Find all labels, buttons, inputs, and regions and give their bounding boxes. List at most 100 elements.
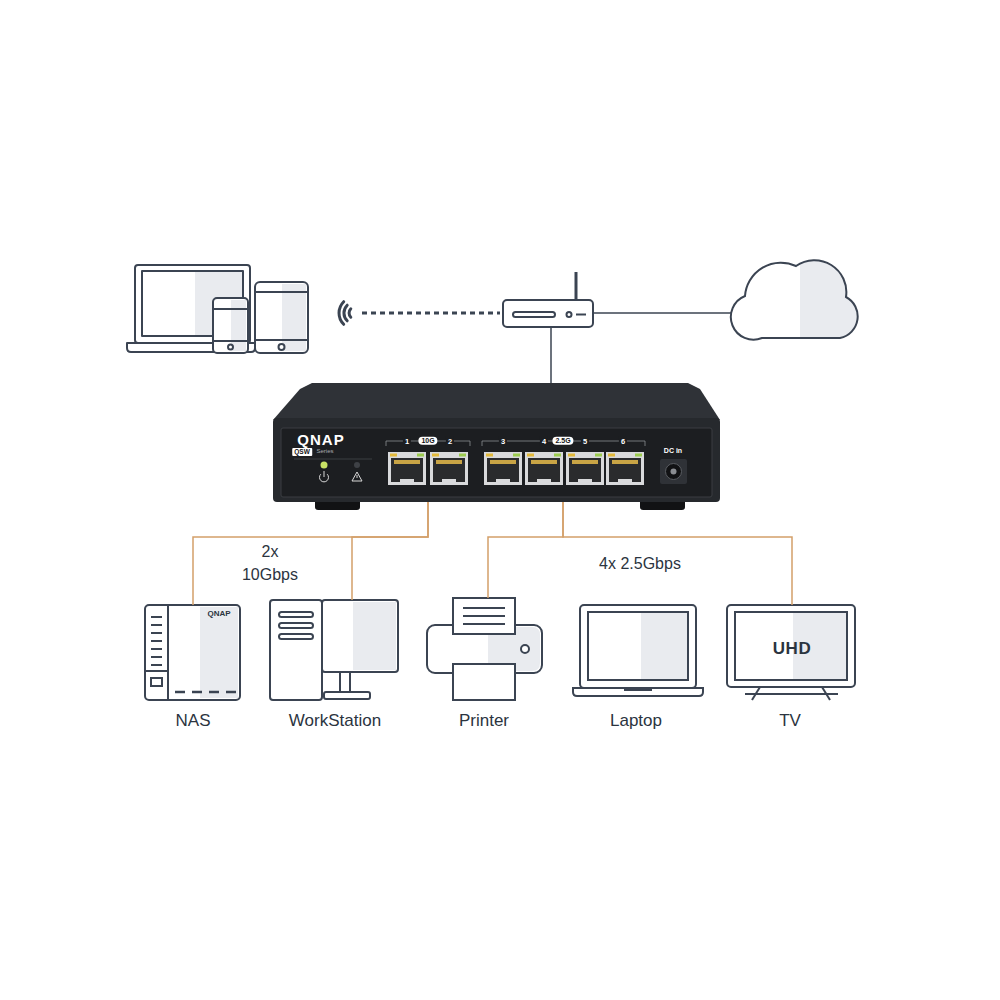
nas-icon xyxy=(145,605,240,700)
workstation-icon xyxy=(324,692,370,699)
dc-jack xyxy=(660,459,687,484)
router-icon xyxy=(567,312,572,317)
laptop-icon xyxy=(624,689,652,691)
wifi-symbol xyxy=(339,302,344,325)
device-label: NAS xyxy=(176,711,211,731)
ethernet-port xyxy=(417,454,424,457)
laptop-icon xyxy=(641,613,687,679)
series-text: Series xyxy=(316,448,333,455)
ethernet-port xyxy=(486,454,493,457)
ethernet-port xyxy=(442,479,456,482)
router-cloud-wire xyxy=(593,312,741,314)
link-speed-note: 2x 10Gbps xyxy=(235,540,305,586)
tablet-icon xyxy=(279,344,285,350)
series-badge: QSW xyxy=(292,448,312,456)
workstation-icon xyxy=(353,602,396,670)
nas-icon xyxy=(151,616,162,618)
printer-icon xyxy=(521,645,529,653)
tablet-icon xyxy=(255,339,308,341)
ethernet-port xyxy=(568,454,575,457)
ethernet-port xyxy=(487,458,519,482)
ethernet-port xyxy=(606,452,644,485)
port-number: 4 xyxy=(540,437,548,446)
device-label: TV xyxy=(779,711,801,731)
router-icon xyxy=(503,272,593,327)
cloud-icon xyxy=(731,260,858,339)
device-label: WorkStation xyxy=(289,711,381,731)
ethernet-port xyxy=(525,452,563,485)
tv-icon xyxy=(745,693,838,695)
nas-icon xyxy=(151,632,162,634)
ethernet-port xyxy=(490,460,516,464)
status-leds xyxy=(321,462,328,469)
laptop-icon xyxy=(588,612,688,680)
ethernet-port xyxy=(608,454,615,457)
laptop-device: Laptop xyxy=(573,605,703,733)
nas-icon xyxy=(175,691,185,694)
ethernet-port xyxy=(572,460,598,464)
port-number: 1 xyxy=(403,437,411,446)
printer-device: Printer xyxy=(427,598,542,733)
ethernet-port xyxy=(433,458,465,482)
printer-icon xyxy=(453,598,515,634)
ethernet-port xyxy=(430,452,468,485)
tablet-icon xyxy=(255,282,308,353)
nas-icon xyxy=(145,605,240,700)
ethernet-port xyxy=(432,454,439,457)
brand-logo: QNAP xyxy=(207,609,230,619)
nas-icon xyxy=(151,624,162,626)
ethernet-port xyxy=(569,458,601,482)
ethernet-port xyxy=(459,454,466,457)
tablet-icon xyxy=(255,282,308,353)
network-cable xyxy=(352,502,428,600)
router-switch-wire xyxy=(550,327,552,384)
workstation-icon xyxy=(279,623,313,628)
tv-icon xyxy=(735,612,847,680)
cloud-icon xyxy=(731,260,858,339)
nas-icon xyxy=(167,605,169,700)
switch-housing xyxy=(294,459,372,460)
ethernet-port xyxy=(612,460,638,464)
workstation-icon xyxy=(279,634,313,639)
nas-icon xyxy=(151,656,162,658)
speed-badge: 10G xyxy=(418,437,437,445)
printer-icon xyxy=(463,623,505,625)
phone-icon xyxy=(231,300,246,351)
ethernet-port xyxy=(484,452,522,485)
dc-jack xyxy=(671,469,677,475)
laptop-icon xyxy=(573,605,703,696)
router-icon xyxy=(513,312,555,317)
speed-badge: 2.5G xyxy=(552,437,573,445)
port-number: 2 xyxy=(446,437,454,446)
ethernet-port xyxy=(484,452,522,485)
switch-housing xyxy=(281,428,712,497)
status-leds xyxy=(324,471,325,477)
dc-jack xyxy=(660,459,687,484)
phone-icon xyxy=(213,298,248,353)
status-leds xyxy=(352,472,362,481)
wifi-symbol xyxy=(344,305,347,321)
phone-icon xyxy=(228,345,233,350)
ethernet-port xyxy=(430,452,468,485)
ethernet-port xyxy=(618,479,632,482)
workstation-device: WorkStation xyxy=(268,600,400,733)
nas-device: QNAP NAS xyxy=(145,605,240,733)
printer-icon xyxy=(427,598,542,700)
nas-icon xyxy=(200,607,238,698)
switch-housing xyxy=(273,418,720,502)
ethernet-port xyxy=(566,452,604,485)
printer-icon xyxy=(463,607,505,609)
nas-icon xyxy=(151,648,162,650)
router-icon xyxy=(576,314,586,316)
ethernet-port xyxy=(513,454,520,457)
device-label: Printer xyxy=(459,711,509,731)
nas-icon xyxy=(151,640,162,642)
ethernet-port xyxy=(527,454,534,457)
ethernet-port xyxy=(554,454,561,457)
workstation-icon xyxy=(270,600,398,700)
phone-icon xyxy=(213,308,248,310)
ethernet-port xyxy=(635,454,642,457)
